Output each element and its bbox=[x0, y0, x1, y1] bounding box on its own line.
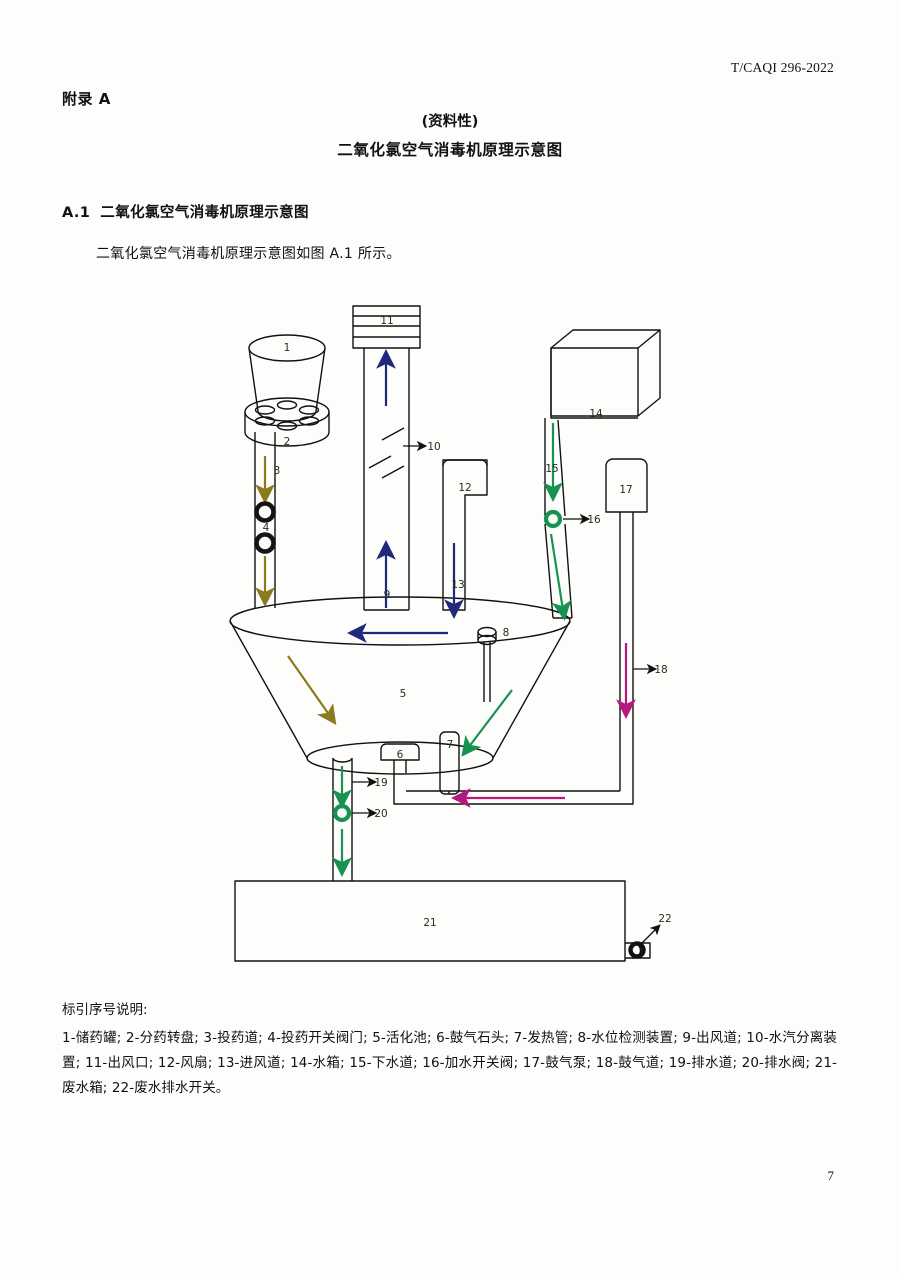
callout-7: 7 bbox=[447, 739, 454, 751]
part-2-distribution-tray bbox=[244, 397, 330, 447]
flow-arrow-chemical-pool bbox=[287, 655, 337, 726]
callout-18: 18 bbox=[654, 664, 667, 676]
part-16-water-valve bbox=[543, 509, 563, 529]
part-5-activation-pool bbox=[229, 596, 571, 775]
flow-arrow-water-pool bbox=[461, 689, 513, 757]
legend-text: 1-储药罐; 2-分药转盘; 3-投药道; 4-投药开关阀门; 5-活化池; 6… bbox=[62, 1030, 837, 1096]
callout-10: 10 bbox=[427, 441, 440, 453]
figure-a1-schematic: 1 2 3 4 5 6 7 8 9 10 11 12 13 14 15 16 1… bbox=[0, 288, 900, 988]
part-21-waste-tank bbox=[234, 880, 651, 962]
section-title: 二氧化氯空气消毒机原理示意图 bbox=[100, 205, 309, 221]
part-6-air-stone bbox=[380, 743, 420, 773]
callout-4: 4 bbox=[263, 522, 270, 534]
callout-19: 19 bbox=[374, 777, 387, 789]
callout-5: 5 bbox=[400, 688, 407, 700]
part-14-water-tank bbox=[550, 329, 661, 417]
callout-3: 3 bbox=[274, 465, 281, 477]
callout-9: 9 bbox=[384, 589, 391, 601]
annex-type: (资料性) bbox=[421, 114, 479, 130]
part-1-storage-tank bbox=[248, 334, 326, 422]
callout-6: 6 bbox=[397, 749, 404, 761]
leader-22 bbox=[640, 924, 661, 945]
part-9-outlet-duct bbox=[363, 348, 410, 611]
callout-16: 16 bbox=[587, 514, 601, 526]
callout-15: 15 bbox=[545, 463, 558, 475]
standard-code: T/CAQI 296-2022 bbox=[730, 60, 834, 75]
callout-22: 22 bbox=[658, 913, 671, 925]
callout-8: 8 bbox=[503, 627, 510, 639]
part-8-water-level-sensor bbox=[477, 626, 497, 702]
annex-label: 附录 A bbox=[62, 90, 111, 108]
part-22-waste-switch-valve bbox=[628, 941, 646, 959]
callout-14: 14 bbox=[589, 408, 603, 420]
section-paragraph: 二氧化氯空气消毒机原理示意图如图 A.1 所示。 bbox=[96, 246, 401, 262]
section-number: A.1 bbox=[62, 205, 91, 221]
callout-21: 21 bbox=[423, 917, 436, 929]
part-10-vapour-separator bbox=[368, 427, 405, 479]
part-18-gas-line bbox=[393, 773, 634, 805]
callout-20: 20 bbox=[374, 808, 387, 820]
callout-2: 2 bbox=[284, 436, 291, 448]
part-12-fan bbox=[442, 459, 488, 611]
callout-17: 17 bbox=[619, 484, 632, 496]
callout-1: 1 bbox=[284, 342, 291, 354]
callout-11: 11 bbox=[380, 315, 393, 327]
legend-title: 标引序号说明: bbox=[62, 1002, 148, 1018]
page-number: 7 bbox=[827, 1168, 835, 1183]
callout-12: 12 bbox=[458, 482, 471, 494]
flow-arrow-water-slant bbox=[549, 533, 572, 621]
part-3-dosing-channel bbox=[254, 432, 276, 608]
section-heading: A.1 二氧化氯空气消毒机原理示意图 bbox=[62, 201, 309, 222]
callout-13: 13 bbox=[451, 579, 464, 591]
part-4-dosing-valves bbox=[254, 501, 276, 554]
part-20-drain-valve bbox=[332, 803, 352, 823]
part-12-fan-housing-top bbox=[442, 459, 488, 467]
part-15-slanted-pipe bbox=[544, 523, 573, 619]
part-11-air-outlet bbox=[352, 305, 421, 349]
part-17-air-pump bbox=[605, 458, 648, 791]
annex-title: 二氧化氯空气消毒机原理示意图 bbox=[337, 141, 563, 159]
